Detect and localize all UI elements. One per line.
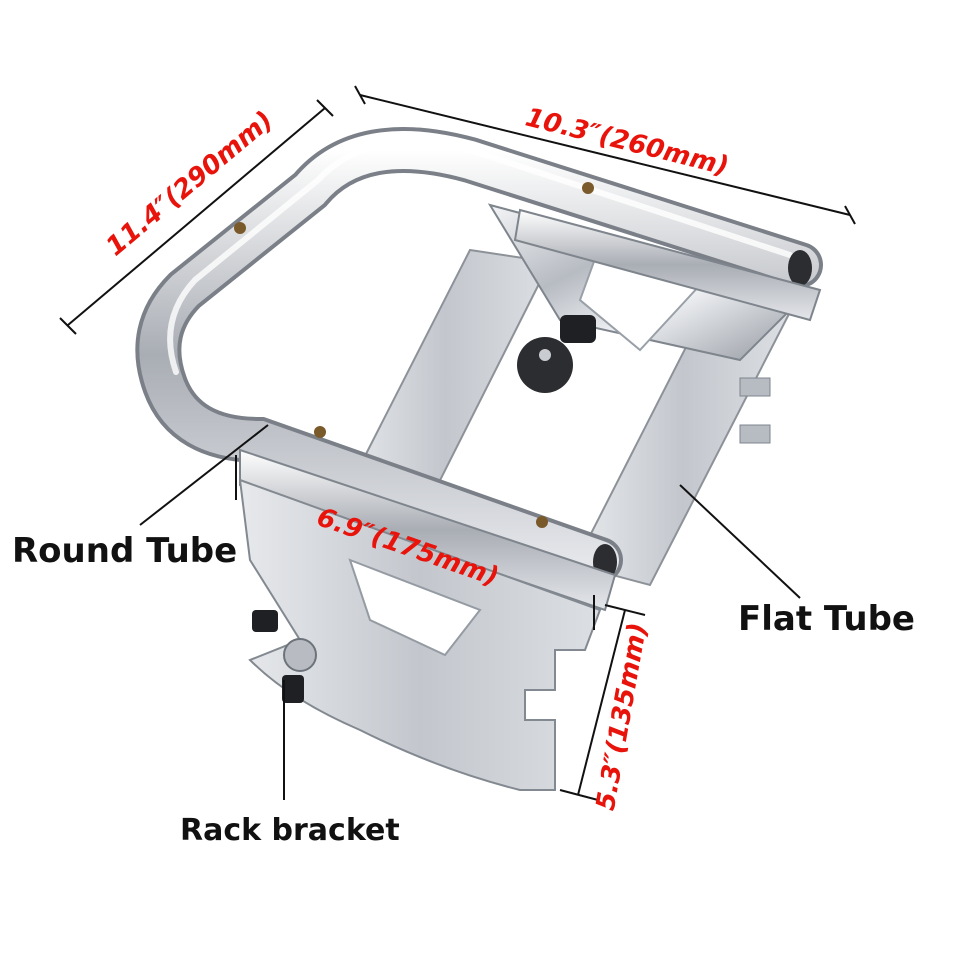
leader-lines [139, 424, 801, 800]
round-tube-loop [135, 127, 823, 583]
dimension-lines [59, 85, 856, 801]
rack-bracket-plate [238, 478, 602, 791]
label-rack-bracket: Rack bracket [180, 813, 400, 848]
lower-cross-tube [239, 208, 822, 612]
dim-bracket-height-text: 5.3″(135mm) [591, 620, 654, 812]
label-round-tube: Round Tube [12, 531, 237, 571]
latch-knob [517, 315, 596, 393]
label-flat-tube: Flat Tube [738, 599, 915, 639]
side-mount-tabs [739, 377, 771, 444]
